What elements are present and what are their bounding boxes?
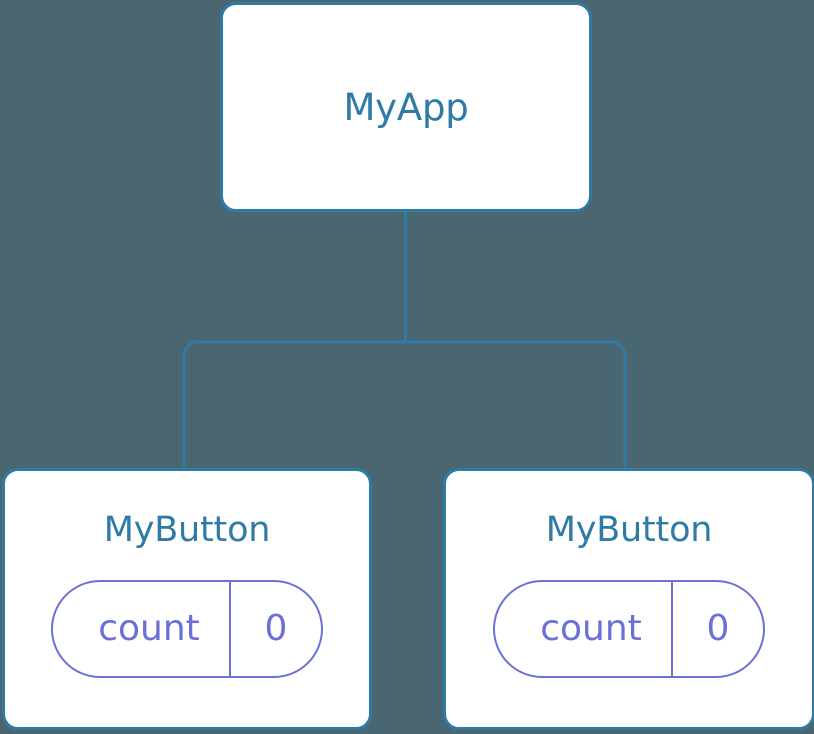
node-mybutton-right[interactable]: MyButton count 0 [443,468,814,730]
node-title: MyButton [103,510,271,550]
state-value: 0 [229,582,321,676]
node-title: MyButton [545,510,713,550]
node-mybutton-left[interactable]: MyButton count 0 [2,468,372,730]
connector-branch-left [182,340,406,470]
state-key: count [540,608,642,649]
state-badge[interactable]: count 0 [493,580,765,678]
state-key: count [98,608,200,649]
node-myapp[interactable]: MyApp [220,2,592,212]
node-title: MyApp [343,85,469,129]
state-badge[interactable]: count 0 [51,580,323,678]
connector-branch-right [405,340,627,470]
state-value: 0 [671,582,763,676]
